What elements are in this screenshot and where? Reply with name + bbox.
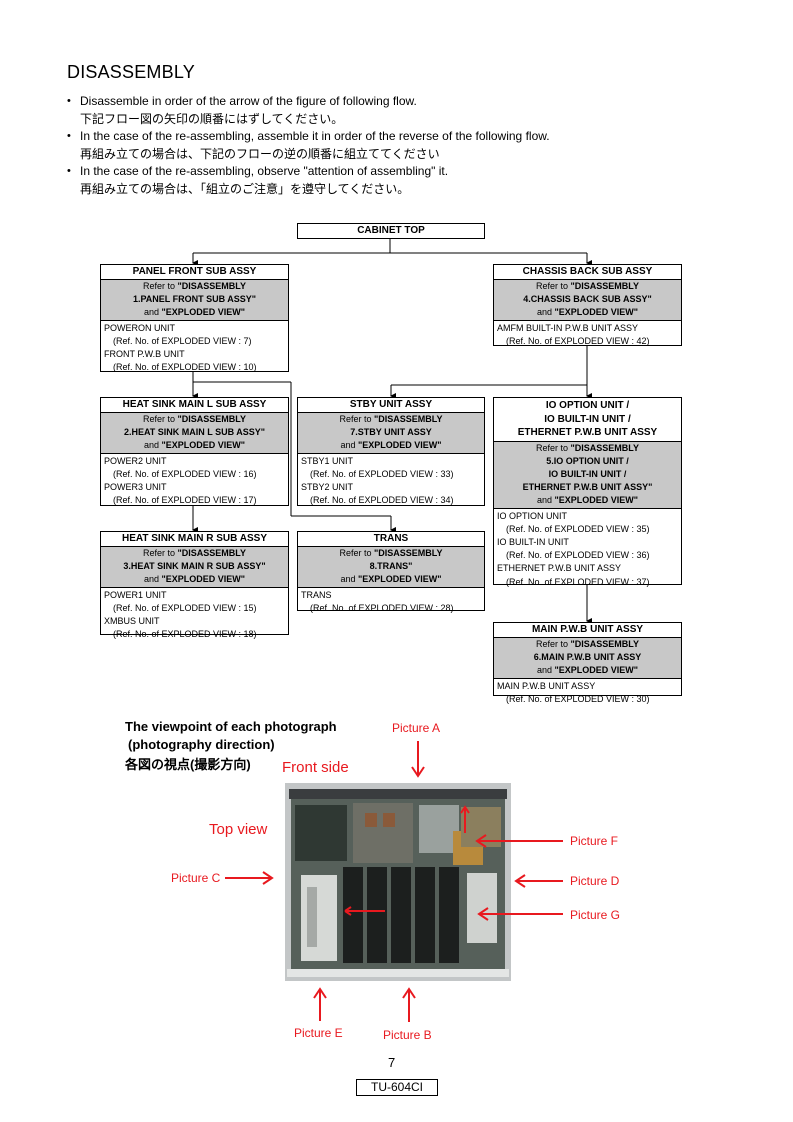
box-parts: AMFM BUILT-IN P.W.B UNIT ASSY (Ref. No. …: [497, 322, 650, 346]
box-title: MAIN P.W.B UNIT ASSY: [494, 623, 681, 638]
arrow-a-icon: [411, 741, 425, 778]
instruction-item: In the case of the re-assembling, assemb…: [66, 128, 706, 163]
top-view-label: Top view: [209, 821, 268, 838]
page-number: 7: [388, 1055, 396, 1070]
picture-f-label: Picture F: [570, 834, 619, 848]
box-title: HEAT SINK MAIN R SUB ASSY: [101, 532, 288, 547]
panel-front-box: PANEL FRONT SUB ASSY Refer to "DISASSEMB…: [100, 264, 289, 372]
box-reference: Refer to "DISASSEMBLY 4.CHASSIS BACK SUB…: [494, 280, 681, 321]
model-number: TU-604CI: [356, 1079, 438, 1096]
box-title: TRANS: [298, 532, 484, 547]
chassis-top-view-photo: [285, 783, 511, 981]
box-title: PANEL FRONT SUB ASSY: [101, 265, 288, 280]
instruction-jp: 下記フロー図の矢印の順番にはずしてください。: [80, 111, 344, 126]
picture-d-label: Picture D: [570, 874, 620, 888]
instruction-item: Disassemble in order of the arrow of the…: [66, 93, 706, 128]
io-option-box: IO OPTION UNIT / IO BUILT-IN UNIT / ETHE…: [493, 397, 682, 587]
arrow-f-icon: [475, 834, 563, 848]
instruction-en: Disassemble in order of the arrow of the…: [80, 94, 417, 108]
instruction-en: In the case of the re-assembling, observ…: [80, 164, 449, 178]
arrow-e-icon: [313, 987, 327, 1021]
box-title: HEAT SINK MAIN L SUB ASSY: [101, 398, 288, 413]
arrow-d-icon: [514, 874, 563, 888]
trans-box: TRANS Refer to "DISASSEMBLY 8.TRANS" and…: [297, 531, 485, 613]
box-reference: Refer to "DISASSEMBLY 7.STBY UNIT ASSY a…: [298, 413, 484, 454]
heat-sink-l-box: HEAT SINK MAIN L SUB ASSY Refer to "DISA…: [100, 397, 289, 506]
picture-c-label: Picture C: [171, 871, 221, 885]
box-title: CHASSIS BACK SUB ASSY: [494, 265, 681, 280]
heat-sink-r-box: HEAT SINK MAIN R SUB ASSY Refer to "DISA…: [100, 531, 289, 639]
viewpoint-caption: The viewpoint of each photograph (photog…: [125, 719, 337, 772]
front-side-label: Front side: [282, 759, 349, 776]
box-title: STBY UNIT ASSY: [298, 398, 484, 413]
box-parts: IO OPTION UNIT (Ref. No. of EXPLODED VIE…: [497, 510, 650, 587]
arrow-b-icon: [402, 987, 416, 1022]
cabinet-top-box: CABINET TOP: [297, 223, 485, 239]
picture-e-label: Picture E: [294, 1026, 343, 1040]
box-parts: TRANS (Ref. No. of EXPLODED VIEW : 28): [301, 589, 454, 613]
arrow-c-icon: [225, 871, 274, 885]
box-reference: Refer to "DISASSEMBLY 5.IO OPTION UNIT /…: [494, 441, 681, 509]
box-parts: POWER1 UNIT (Ref. No. of EXPLODED VIEW :…: [104, 589, 257, 640]
arrow-g-icon: [477, 907, 563, 921]
box-parts: STBY1 UNIT (Ref. No. of EXPLODED VIEW : …: [301, 455, 454, 506]
chassis-back-box: CHASSIS BACK SUB ASSY Refer to "DISASSEM…: [493, 264, 682, 346]
box-parts: MAIN P.W.B UNIT ASSY (Ref. No. of EXPLOD…: [497, 680, 650, 704]
instruction-en: In the case of the re-assembling, assemb…: [80, 129, 550, 143]
instruction-item: In the case of the re-assembling, observ…: [66, 163, 706, 198]
box-reference: Refer to "DISASSEMBLY 3.HEAT SINK MAIN R…: [101, 547, 288, 588]
instruction-jp: 再組み立ての場合は、下記のフローの逆の順番に組立ててください: [80, 146, 440, 161]
box-parts: POWER2 UNIT (Ref. No. of EXPLODED VIEW :…: [104, 455, 257, 506]
box-parts: POWERON UNIT (Ref. No. of EXPLODED VIEW …: [104, 322, 257, 373]
box-reference: Refer to "DISASSEMBLY 8.TRANS" and "EXPL…: [298, 547, 484, 588]
page-title: DISASSEMBLY: [67, 62, 195, 82]
main-pwb-box: MAIN P.W.B UNIT ASSY Refer to "DISASSEMB…: [493, 622, 682, 704]
picture-a-label: Picture A: [392, 721, 441, 735]
picture-b-label: Picture B: [383, 1028, 432, 1042]
picture-g-label: Picture G: [570, 908, 621, 922]
instruction-jp: 再組み立ての場合は、「組立のご注意」を遵守してください。: [80, 181, 410, 196]
box-reference: Refer to "DISASSEMBLY 1.PANEL FRONT SUB …: [101, 280, 288, 321]
box-reference: Refer to "DISASSEMBLY 2.HEAT SINK MAIN L…: [101, 413, 288, 454]
box-title: IO OPTION UNIT / IO BUILT-IN UNIT / ETHE…: [494, 398, 681, 442]
box-reference: Refer to "DISASSEMBLY 6.MAIN P.W.B UNIT …: [494, 638, 681, 679]
stby-unit-box: STBY UNIT ASSY Refer to "DISASSEMBLY 7.S…: [297, 397, 485, 506]
instruction-list: Disassemble in order of the arrow of the…: [66, 93, 706, 198]
